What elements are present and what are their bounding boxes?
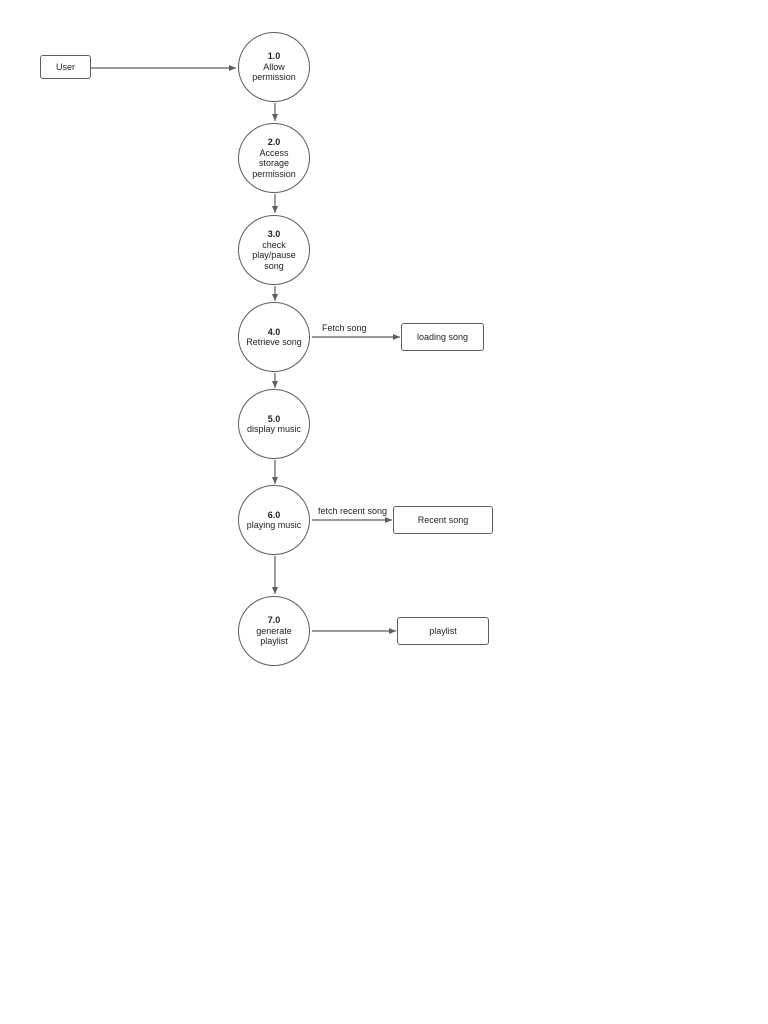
process-6-label: playing music: [246, 520, 302, 530]
process-2-number: 2.0: [267, 137, 281, 147]
flow-label-fetch-song: Fetch song: [322, 323, 367, 333]
process-5: 5.0 display music: [238, 389, 310, 459]
entity-user: User: [40, 55, 91, 79]
process-5-number: 5.0: [267, 413, 281, 424]
process-3-label: check play/pause song: [252, 239, 296, 271]
process-1: 1.0 Allow permission: [238, 32, 310, 102]
process-5-label: display music: [246, 424, 302, 434]
process-4-number: 4.0: [267, 326, 281, 337]
entity-recent-song-label: Recent song: [417, 515, 469, 525]
process-6-number: 6.0: [267, 509, 281, 520]
flow-label-fetch-recent-song: fetch recent song: [318, 506, 388, 516]
process-7: 7.0 generate playlist: [238, 596, 310, 666]
process-7-label: generate playlist: [256, 625, 292, 647]
process-3: 3.0 check play/pause song: [238, 215, 310, 285]
process-6: 6.0 playing music: [238, 485, 310, 555]
entity-loading-song: loading song: [401, 323, 484, 351]
process-3-number: 3.0: [267, 229, 281, 239]
process-7-number: 7.0: [267, 615, 281, 626]
process-4-label: Retrieve song: [246, 337, 302, 347]
process-2-label: Access storage permission: [252, 147, 296, 179]
entity-playlist: playlist: [397, 617, 489, 645]
entity-playlist-label: playlist: [429, 626, 457, 636]
process-1-number: 1.0: [267, 51, 281, 62]
entity-loading-song-label: loading song: [416, 332, 469, 342]
entity-recent-song: Recent song: [393, 506, 493, 534]
process-2: 2.0 Access storage permission: [238, 123, 310, 193]
process-1-label: Allow permission: [252, 61, 296, 83]
process-4: 4.0 Retrieve song: [238, 302, 310, 372]
entity-user-label: User: [55, 62, 75, 72]
